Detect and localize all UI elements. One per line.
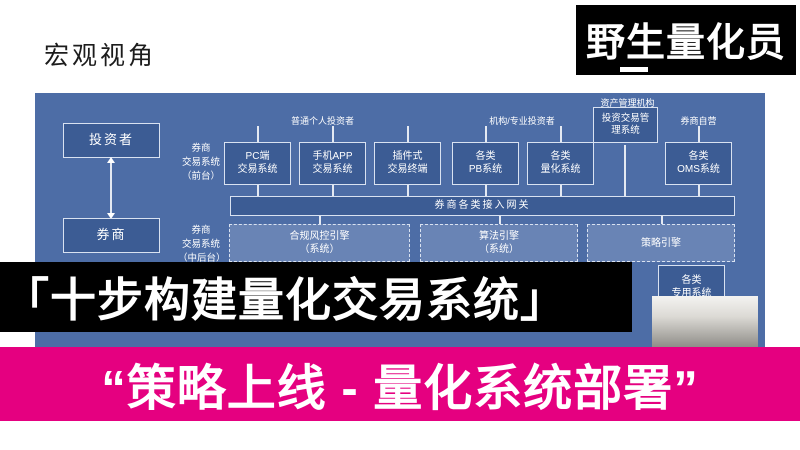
connector (407, 126, 409, 142)
compliance-risk-engine-box: 合规风控引擎 （系统） (229, 224, 410, 262)
episode-subtitle-text: “策略上线 - 量化系统部署” (101, 361, 699, 416)
connector (332, 126, 334, 142)
thumbnail-photo (652, 296, 758, 347)
quant-system-box: 各类 量化系统 (527, 142, 594, 185)
mobile-app-system-box: 手机APP 交易系统 (299, 142, 366, 185)
pb-system-box: 各类 PB系统 (452, 142, 519, 185)
connector (407, 185, 409, 196)
arrow-up-icon (107, 157, 115, 163)
oms-system-box: 各类 OMS系统 (665, 142, 732, 185)
front-office-label: 券商 交易系统 （前台） (181, 143, 220, 182)
episode-subtitle-banner: “策略上线 - 量化系统部署” (0, 347, 800, 421)
label-individual-investors: 普通个人投资者 (290, 116, 354, 126)
label-asset-mgmt-institution: 资产管理机构 (600, 98, 655, 108)
label-institutional-investors: 机构/专业投资者 (489, 116, 555, 126)
plugin-terminal-box: 插件式 交易终端 (374, 142, 441, 185)
brand-underline (620, 67, 648, 72)
investor-broker-arrow-line (110, 162, 112, 214)
connector (560, 126, 562, 142)
arrow-down-icon (107, 213, 115, 219)
series-title-banner: 「十步构建量化交易系统」 (0, 262, 632, 332)
asset-trading-mgmt-box: 投资交易管 理系统 (593, 107, 658, 143)
connector (257, 126, 259, 142)
brand-logo-box: 野生量化员 (576, 5, 796, 75)
connector (485, 185, 487, 196)
page-title: 宏观视角 (44, 42, 157, 70)
gateway-bar: 券商各类接入网关 (230, 196, 735, 216)
connector (698, 126, 700, 142)
pc-trading-system-box: PC端 交易系统 (224, 142, 291, 185)
connector (257, 185, 259, 196)
algo-engine-box: 算法引擎 （系统） (420, 224, 578, 262)
connector (499, 216, 501, 224)
series-title-text: 「十步构建量化交易系统」 (3, 274, 567, 326)
investor-box: 投资者 (63, 123, 160, 158)
connector (319, 216, 321, 224)
broker-box: 券商 (63, 218, 160, 253)
strategy-engine-box: 策略引擎 (587, 224, 735, 262)
connector (698, 185, 700, 196)
label-broker-proprietary: 券商自营 (680, 116, 717, 126)
connector (624, 145, 626, 196)
connector (485, 126, 487, 142)
mid-back-office-label: 券商 交易系统 （中后台） (178, 225, 226, 264)
brand-logo-text: 野生量化员 (585, 22, 786, 65)
connector (560, 185, 562, 196)
connector (332, 185, 334, 196)
connector (661, 216, 663, 224)
